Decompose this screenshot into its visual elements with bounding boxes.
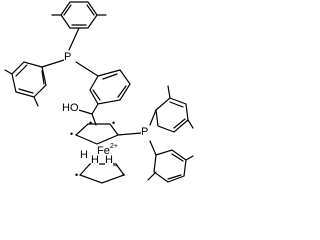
bond-skeleton	[4, 1, 194, 184]
right-lower-xylyl-ring	[147, 140, 194, 183]
iron-charge-label: 2+	[110, 143, 118, 150]
molecule-diagram: P HO P Fe 2+ H H H – • • • • •	[4, 1, 194, 184]
hydride-right-label: H	[105, 154, 113, 166]
hydride-charge-label: –	[113, 160, 119, 170]
hydride-left-label: H	[80, 149, 88, 161]
radical-dot-lower-left: •	[75, 170, 79, 180]
phosphorus-right-label: P	[141, 126, 149, 138]
radical-dot-upper-center: •	[89, 118, 93, 128]
iron-label: Fe	[97, 145, 110, 157]
radical-dot-upper-right: •	[112, 118, 116, 128]
hydroxyl-label: HO	[62, 102, 79, 114]
top-xylyl-ring	[51, 1, 107, 51]
lower-cp-ring	[78, 163, 125, 184]
phenylene-ring	[71, 61, 131, 126]
phosphorus-top-label: P	[64, 51, 72, 63]
left-xylyl-ring	[4, 59, 65, 107]
radical-dot-lower-right: •	[122, 170, 126, 180]
radical-dot-upper-left: •	[70, 129, 74, 139]
upper-cp-ring	[74, 123, 142, 145]
hydride-center-label: H	[91, 154, 99, 166]
right-upper-xylyl-ring	[149, 85, 194, 133]
